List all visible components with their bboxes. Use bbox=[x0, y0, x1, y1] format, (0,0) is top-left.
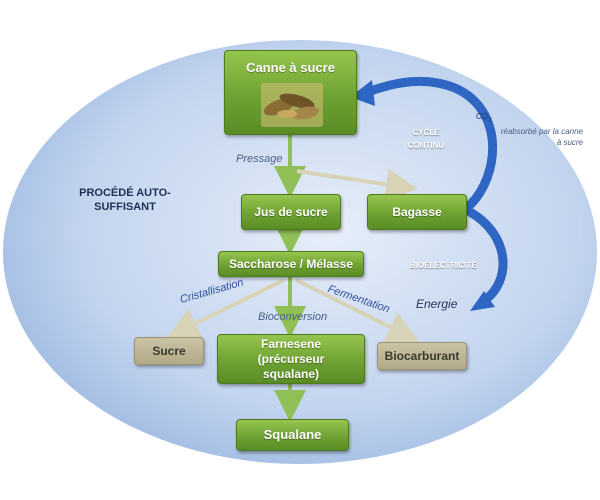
node-saccharose-melasse: Saccharose / Mélasse bbox=[218, 251, 364, 277]
node-farnesene: Farnesene (précurseur squalane) bbox=[217, 334, 365, 384]
node-biocarburant: Biocarburant bbox=[377, 342, 467, 370]
node-sucre-label: Sucre bbox=[152, 343, 186, 358]
node-squalane: Squalane bbox=[236, 419, 349, 451]
sugarcane-image bbox=[261, 83, 323, 127]
cycle-label-text: CYCLE CONTINU bbox=[407, 128, 445, 150]
node-sucre: Sucre bbox=[134, 337, 204, 365]
co2-formula: CO bbox=[476, 112, 488, 121]
cycle-arrow-upper bbox=[363, 76, 498, 210]
node-canne-label: Canne à sucre bbox=[246, 60, 335, 75]
edge-label-pressage: Pressage bbox=[236, 153, 283, 165]
co2-label: CO2 bbox=[476, 112, 491, 124]
process-title-text: PROCÉDÉ AUTO-SUFFISANT bbox=[79, 187, 171, 214]
node-squalane-label: Squalane bbox=[263, 426, 322, 442]
co2-note: réabsorbé par la canne à sucre bbox=[500, 127, 583, 148]
node-jus-label: Jus de sucre bbox=[254, 204, 328, 219]
edge-pressage-bagasse bbox=[296, 168, 418, 201]
energy-label: Energie bbox=[416, 297, 458, 311]
bioelectricity-label: BIOÉLECTRICITÉ bbox=[410, 261, 477, 270]
node-biocarburant-label: Biocarburant bbox=[384, 348, 460, 363]
node-canne-a-sucre: Canne à sucre bbox=[224, 50, 357, 135]
cycle-arrow-lower bbox=[465, 207, 508, 305]
cycle-arrowhead-canne bbox=[350, 80, 375, 106]
node-bagasse-label: Bagasse bbox=[392, 204, 442, 219]
edge-saccharose-sucre bbox=[166, 278, 285, 338]
cycle-label: CYCLE CONTINU bbox=[398, 127, 454, 153]
edge-label-bioconversion: Bioconversion bbox=[258, 311, 328, 323]
cycle-arrowhead-energie bbox=[470, 291, 495, 311]
node-saccharose-label: Saccharose / Mélasse bbox=[228, 256, 354, 271]
node-jus-de-sucre: Jus de sucre bbox=[241, 194, 341, 230]
node-bagasse: Bagasse bbox=[367, 194, 467, 230]
edge-saccharose-biocarburant bbox=[295, 278, 420, 342]
process-title: PROCÉDÉ AUTO-SUFFISANT bbox=[70, 186, 180, 215]
node-farnesene-label: Farnesene (précurseur squalane) bbox=[257, 336, 325, 381]
co2-subscript: 2 bbox=[488, 117, 492, 124]
